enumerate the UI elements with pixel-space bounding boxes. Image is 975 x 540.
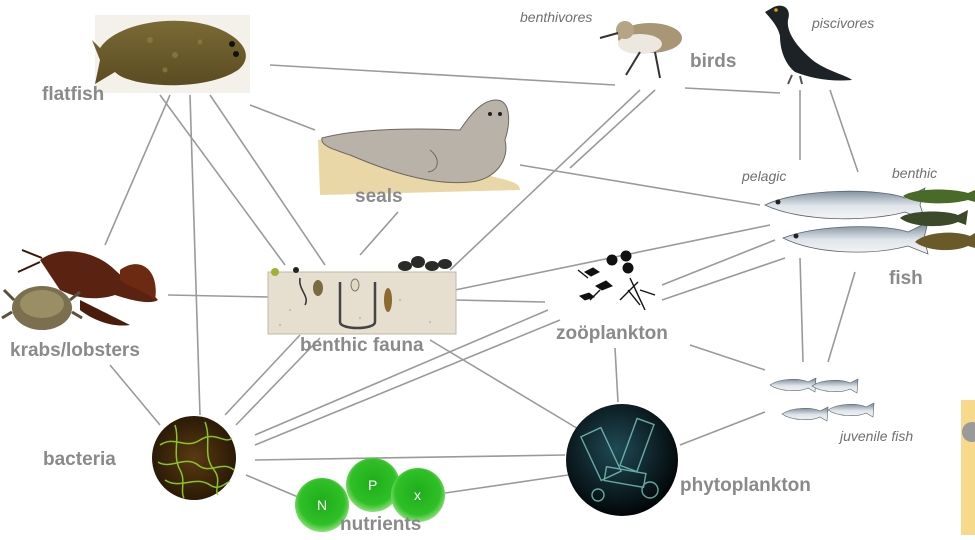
label-seals: seals: [355, 186, 403, 208]
benthivore-bird-image: [600, 21, 682, 78]
link-benthic-fauna-phytoplankton: [430, 340, 580, 430]
link-seals-benthic-fauna: [360, 212, 398, 255]
link-flatfish-benthic-fauna-2: [160, 95, 285, 265]
link-flatfish-benthic-fauna: [210, 95, 325, 265]
link-krabs-bacteria: [110, 365, 160, 425]
krab-lobster-image: [2, 250, 158, 330]
label-bacteria: bacteria: [43, 449, 116, 471]
link-birds-zooplankton: [570, 90, 655, 168]
label-phytoplankton: phytoplankton: [680, 475, 811, 497]
pelagic-fish-image: [765, 188, 928, 254]
flatfish-image: [92, 15, 250, 93]
label-nutrients: nutrients: [340, 514, 421, 536]
link-fish-zooplankton-2: [662, 258, 785, 300]
label-krabs-lobsters: krabs/lobsters: [10, 340, 140, 362]
link-birds-piscivores: [685, 88, 780, 93]
link-zooplankton-juvenile: [690, 345, 765, 370]
link-bacteria-nutrients: [246, 475, 298, 497]
link-fish-juvenile-1: [800, 258, 803, 362]
link-flatfish-seals: [250, 105, 315, 130]
link-bacteria-phytoplankton: [255, 455, 565, 460]
zooplankton-image: [578, 251, 655, 310]
label-zooplankton: zoöplankton: [556, 323, 668, 345]
link-benthic-fauna-zooplankton: [455, 300, 545, 302]
link-benthic-fauna-bacteria-1: [225, 335, 300, 415]
link-nutrients-phytoplankton: [445, 475, 568, 493]
link-flatfish-birds: [270, 65, 615, 85]
link-fish-zooplankton-1: [662, 240, 775, 285]
label-birds: birds: [690, 51, 736, 73]
bacteria-image: [152, 416, 236, 500]
link-piscivores-fish-2: [830, 90, 858, 172]
link-zooplankton-phytoplankton: [615, 348, 618, 402]
label-benthic: benthic: [892, 165, 937, 181]
nutrient-x-label: x: [414, 487, 421, 503]
seal-image: [318, 100, 520, 195]
partial-figure-right-edge: [961, 400, 975, 535]
juvenile-fish-image: [770, 378, 874, 421]
label-fish: fish: [889, 268, 923, 290]
link-krabs-benthic-fauna: [168, 295, 268, 297]
nutrient-p-label: P: [368, 477, 377, 493]
benthic-fauna-image: [268, 256, 456, 334]
link-juvenile-phytoplankton: [680, 412, 765, 445]
label-flatfish: flatfish: [42, 84, 104, 106]
nutrient-n-label: N: [317, 497, 327, 513]
label-juvenile-fish: juvenile fish: [840, 428, 913, 444]
label-pelagic: pelagic: [742, 168, 786, 184]
link-seals-fish: [520, 165, 760, 205]
phytoplankton-image: [566, 404, 678, 516]
label-piscivores: piscivores: [812, 15, 874, 31]
link-fish-juvenile-2: [828, 272, 855, 362]
label-benthivores: benthivores: [520, 9, 592, 25]
link-flatfish-krabs: [105, 95, 170, 245]
label-benthic-fauna: benthic fauna: [300, 335, 424, 357]
